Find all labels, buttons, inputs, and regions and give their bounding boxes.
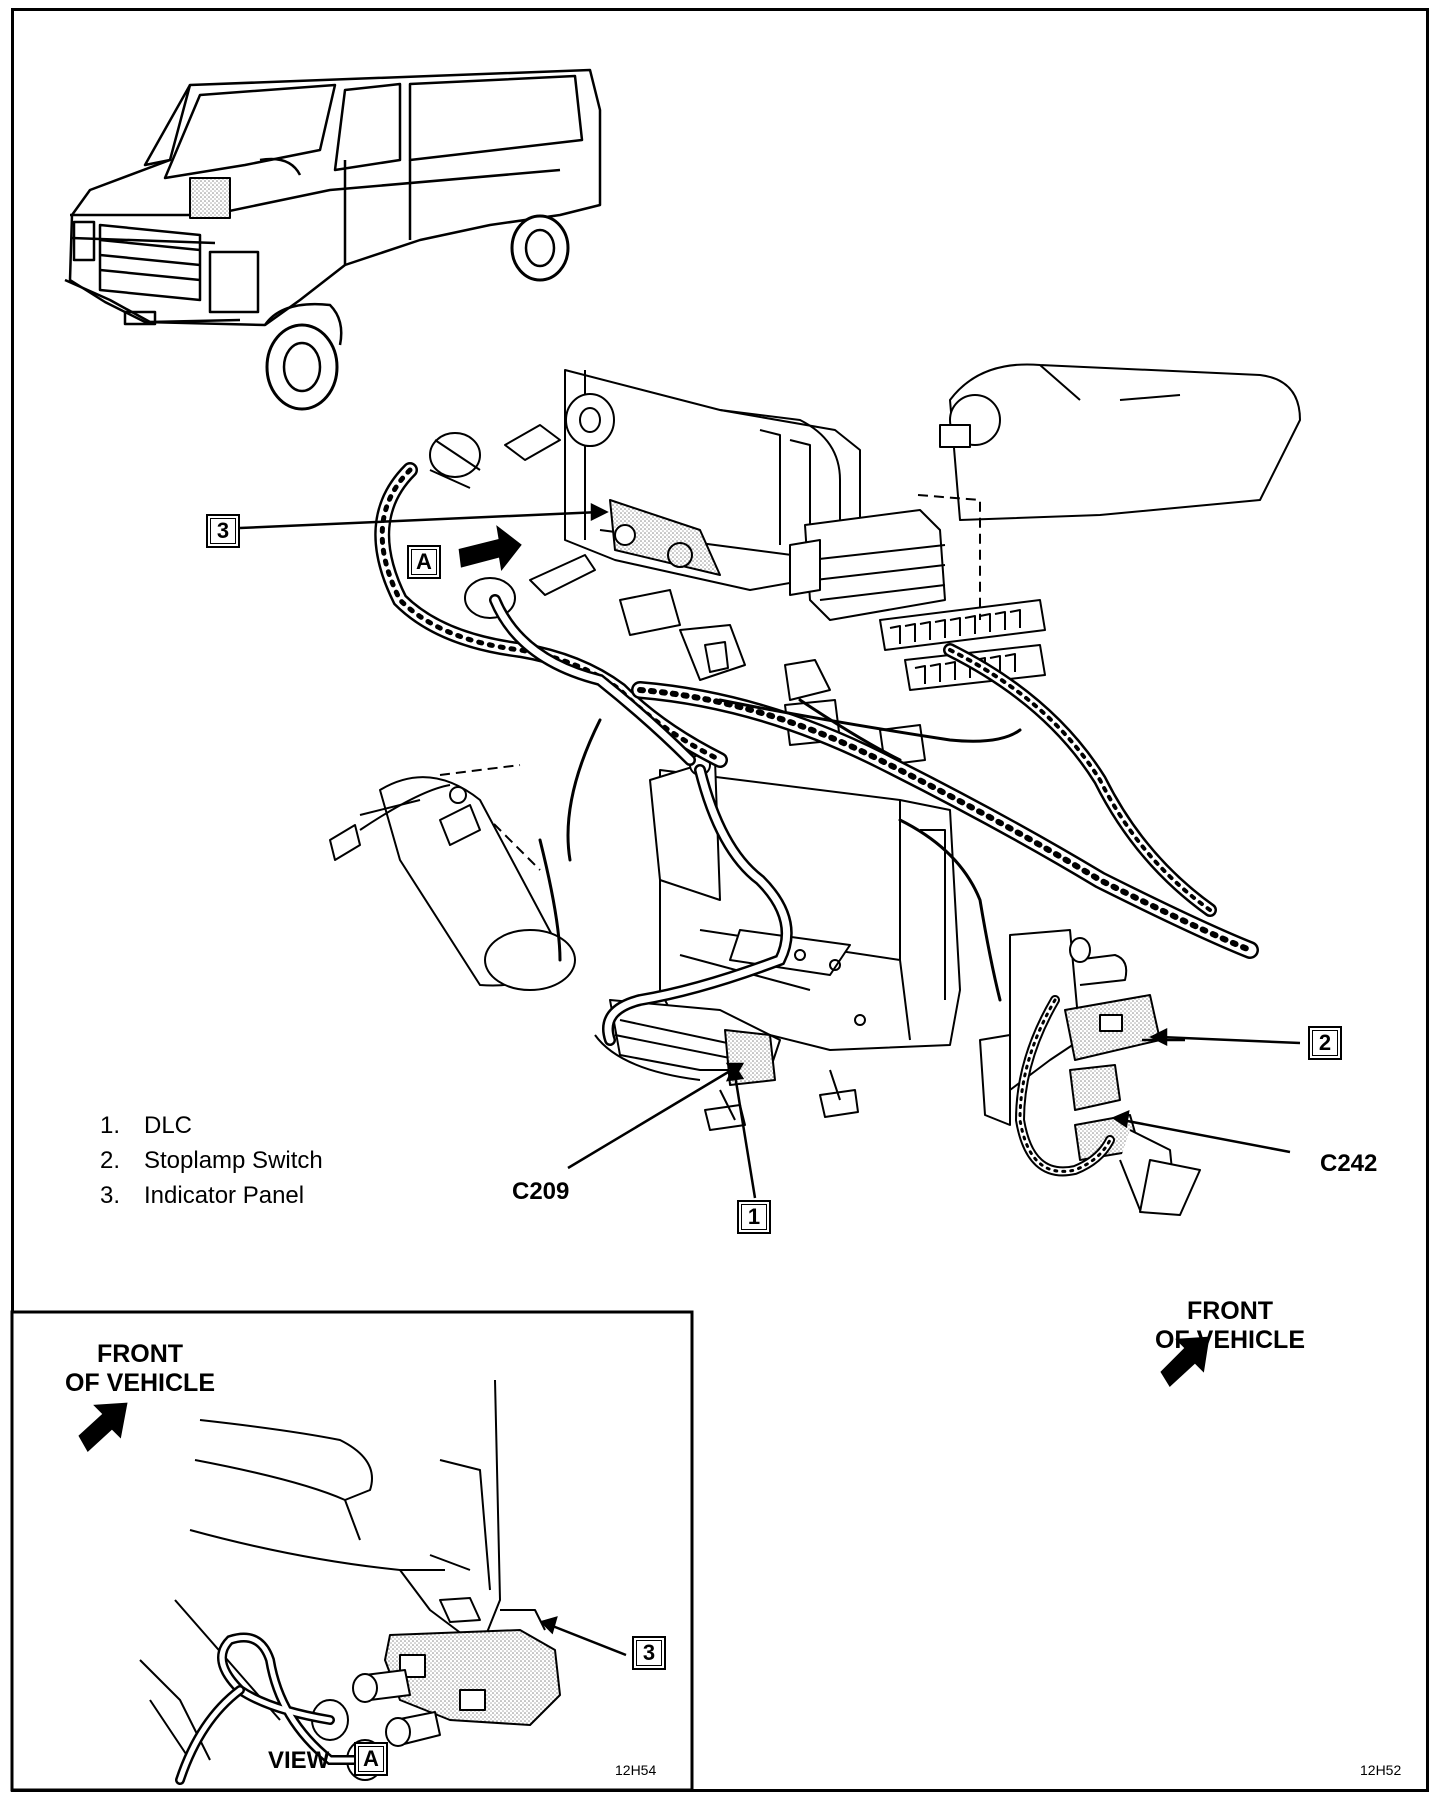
- connector-label-c242: C242: [1320, 1150, 1378, 1177]
- leader-lines: [239, 502, 1301, 1387]
- inset-view-a: [10, 1310, 694, 1792]
- view-a-callout: A: [354, 1742, 388, 1776]
- callout-3-indicator-panel: 3: [206, 514, 240, 548]
- callout-2-stoplamp-switch: 2: [1308, 1026, 1342, 1060]
- figure-code-inset: 12H54: [615, 1762, 657, 1778]
- legend: 1. DLC 2. Stoplamp Switch 3. Indicator P…: [100, 1108, 323, 1213]
- callout-a-view-reference: A: [407, 545, 441, 579]
- front-of-vehicle-label-inset: FRONT OF VEHICLE: [64, 1340, 215, 1397]
- callout-3-inset: 3: [632, 1636, 666, 1670]
- front-of-vehicle-label-main: FRONT OF VEHICLE: [1154, 1297, 1305, 1354]
- callout-1-dlc: 1: [737, 1200, 771, 1234]
- legend-item-stoplamp-switch: 2. Stoplamp Switch: [100, 1147, 323, 1174]
- legend-item-indicator-panel: 3. Indicator Panel: [100, 1182, 305, 1209]
- dash-assembly: [329, 363, 1301, 1216]
- van-illustration: [64, 68, 602, 411]
- legend-item-dlc: 1. DLC: [100, 1112, 193, 1139]
- wiring-harness: [374, 462, 1259, 1177]
- view-a-label: VIEW: [268, 1747, 330, 1774]
- connector-label-c209: C209: [512, 1178, 570, 1205]
- figure-code-main: 12H52: [1360, 1762, 1402, 1778]
- diagram-frame: [11, 8, 1429, 1792]
